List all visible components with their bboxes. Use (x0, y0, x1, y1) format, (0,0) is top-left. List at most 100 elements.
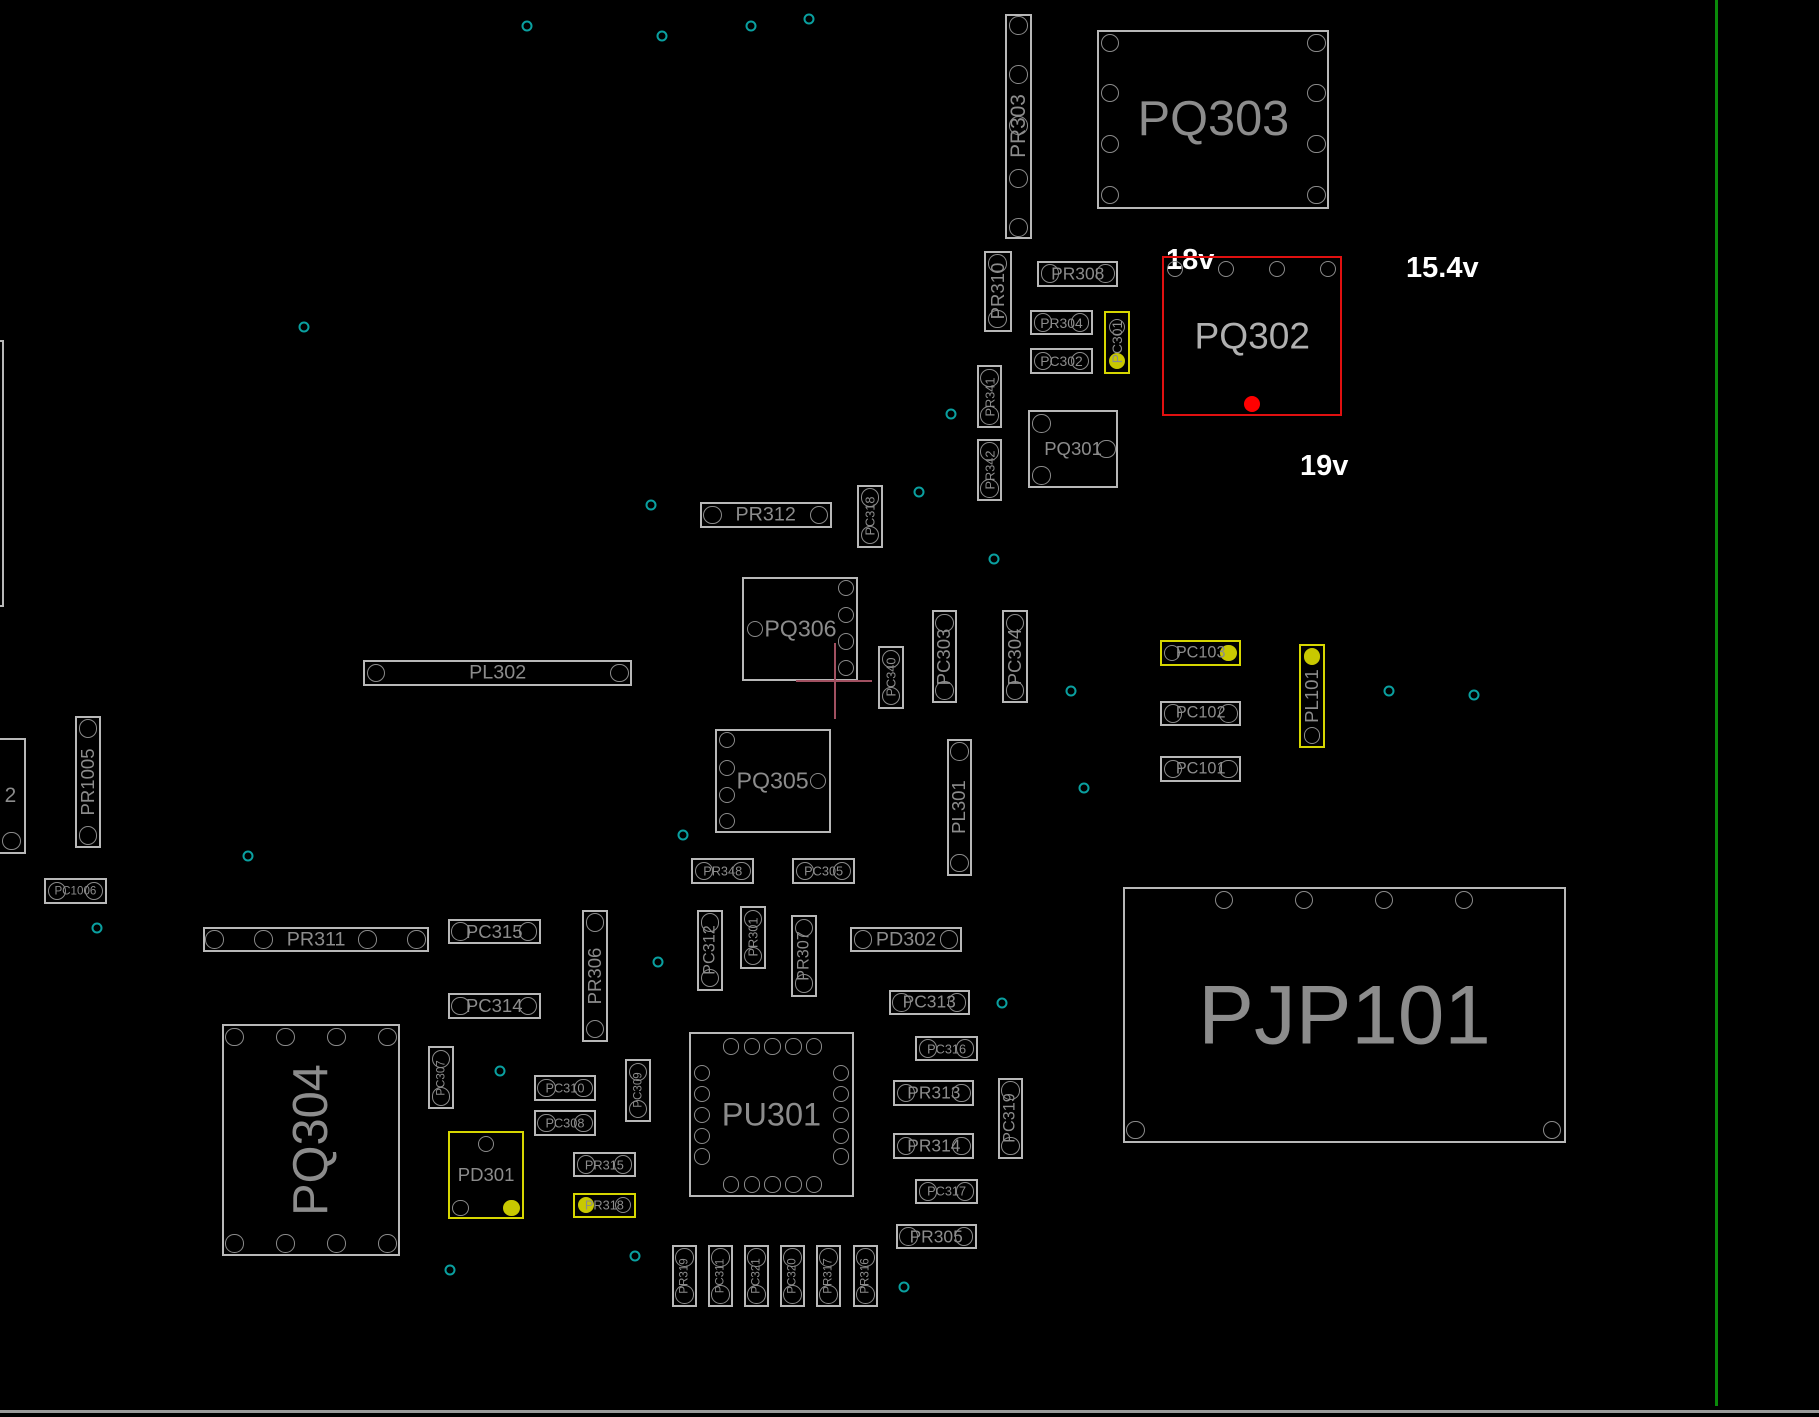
component-pd302[interactable] (850, 926, 962, 953)
component-pc316[interactable] (915, 1035, 978, 1062)
component-pr318[interactable] (573, 1192, 636, 1219)
component-pc313[interactable] (888, 989, 970, 1016)
via-icon[interactable] (945, 408, 957, 420)
component-pr301[interactable] (740, 906, 766, 969)
via-icon[interactable] (996, 997, 1008, 1009)
component-edge2[interactable] (0, 737, 26, 854)
component-pjp101[interactable] (1122, 887, 1567, 1143)
via-icon[interactable] (677, 829, 689, 841)
component-pc301[interactable] (1104, 310, 1130, 374)
component-pr315[interactable] (573, 1151, 636, 1178)
component-pr305[interactable] (895, 1223, 977, 1250)
component-pl302[interactable] (363, 660, 633, 686)
via-icon[interactable] (494, 1065, 506, 1077)
via-icon[interactable] (521, 20, 533, 32)
pad-icon (1100, 83, 1120, 103)
component-pr317[interactable] (815, 1244, 842, 1308)
component-pq304[interactable] (221, 1024, 401, 1257)
component-pc340[interactable] (878, 646, 904, 709)
component-pl301[interactable] (946, 738, 973, 876)
component-pr306[interactable] (582, 909, 608, 1042)
pad-icon (819, 1285, 838, 1304)
component-pr1005[interactable] (75, 715, 101, 848)
component-pc315[interactable] (447, 918, 541, 945)
pad-icon (1009, 218, 1028, 237)
component-pq303[interactable] (1097, 30, 1330, 209)
via-icon[interactable] (1468, 689, 1480, 701)
pad-icon (407, 930, 426, 949)
component-pr313[interactable] (893, 1080, 975, 1106)
component-pr341[interactable] (976, 365, 1003, 429)
component-pq305[interactable] (714, 728, 831, 833)
via-icon[interactable] (629, 1250, 641, 1262)
pad-icon (700, 912, 720, 932)
pad-icon (980, 479, 999, 498)
via-icon[interactable] (898, 1281, 910, 1293)
component-pc312[interactable] (697, 909, 723, 991)
component-pr312[interactable] (699, 502, 832, 528)
component-pr314[interactable] (893, 1133, 975, 1159)
via-icon[interactable] (652, 956, 664, 968)
component-pc305[interactable] (792, 858, 855, 884)
component-pr303[interactable] (1004, 13, 1033, 239)
pad-icon (954, 1227, 974, 1246)
component-pc302[interactable] (1030, 348, 1093, 374)
component-pr342[interactable] (976, 438, 1003, 502)
pad-icon (1219, 704, 1238, 723)
pad-icon (853, 930, 873, 949)
component-pr308[interactable] (1037, 261, 1119, 287)
component-pd301[interactable] (447, 1131, 525, 1220)
component-pc310[interactable] (533, 1075, 597, 1101)
component-pr311[interactable] (203, 926, 430, 953)
via-icon[interactable] (913, 486, 925, 498)
component-pc318[interactable] (857, 484, 883, 548)
via-icon[interactable] (444, 1264, 456, 1276)
component-pr304[interactable] (1030, 309, 1093, 336)
via-icon[interactable] (242, 850, 254, 862)
component-pc320[interactable] (779, 1244, 806, 1308)
pad-icon (832, 1064, 850, 1082)
component-pr319[interactable] (671, 1244, 698, 1308)
pad-icon (378, 1027, 397, 1047)
component-pc308[interactable] (533, 1110, 597, 1136)
component-pq302[interactable] (1162, 256, 1343, 417)
pad-icon (703, 505, 722, 525)
component-pc307[interactable] (428, 1046, 454, 1110)
pad-icon (988, 254, 1007, 273)
via-icon[interactable] (803, 13, 815, 25)
via-icon[interactable] (1078, 782, 1089, 794)
component-pc319[interactable] (997, 1077, 1024, 1159)
pad-icon (1033, 351, 1053, 371)
component-pc1006[interactable] (44, 878, 107, 904)
component-pc314[interactable] (447, 993, 541, 1019)
component-pc311[interactable] (707, 1244, 734, 1308)
component-pc321[interactable] (743, 1244, 770, 1308)
via-icon[interactable] (745, 20, 757, 32)
pad-icon (1307, 33, 1326, 53)
component-pr307[interactable] (791, 915, 817, 997)
component-pq301[interactable] (1027, 409, 1119, 489)
component-pr316[interactable] (852, 1244, 879, 1308)
via-icon[interactable] (1383, 685, 1395, 697)
component-pc101[interactable] (1160, 756, 1242, 782)
pad-icon (1320, 261, 1337, 278)
via-icon[interactable] (1065, 685, 1077, 697)
component-pc102[interactable] (1160, 700, 1242, 727)
component-pc304[interactable] (1002, 610, 1028, 703)
via-icon[interactable] (656, 30, 668, 42)
pad-icon (837, 660, 854, 677)
component-pc303[interactable] (931, 610, 958, 703)
component-pu301[interactable] (689, 1032, 854, 1198)
component-pr348[interactable] (691, 858, 755, 884)
component-pc103[interactable] (1160, 640, 1242, 666)
component-pc309[interactable] (625, 1059, 651, 1122)
component-pc317[interactable] (915, 1178, 978, 1205)
via-icon[interactable] (298, 321, 310, 333)
component-pr310[interactable] (983, 250, 1012, 332)
pad-icon (918, 1039, 938, 1058)
via-icon[interactable] (645, 499, 657, 511)
component-pl101[interactable] (1299, 643, 1325, 749)
via-icon[interactable] (91, 922, 103, 934)
via-icon[interactable] (988, 553, 1000, 565)
